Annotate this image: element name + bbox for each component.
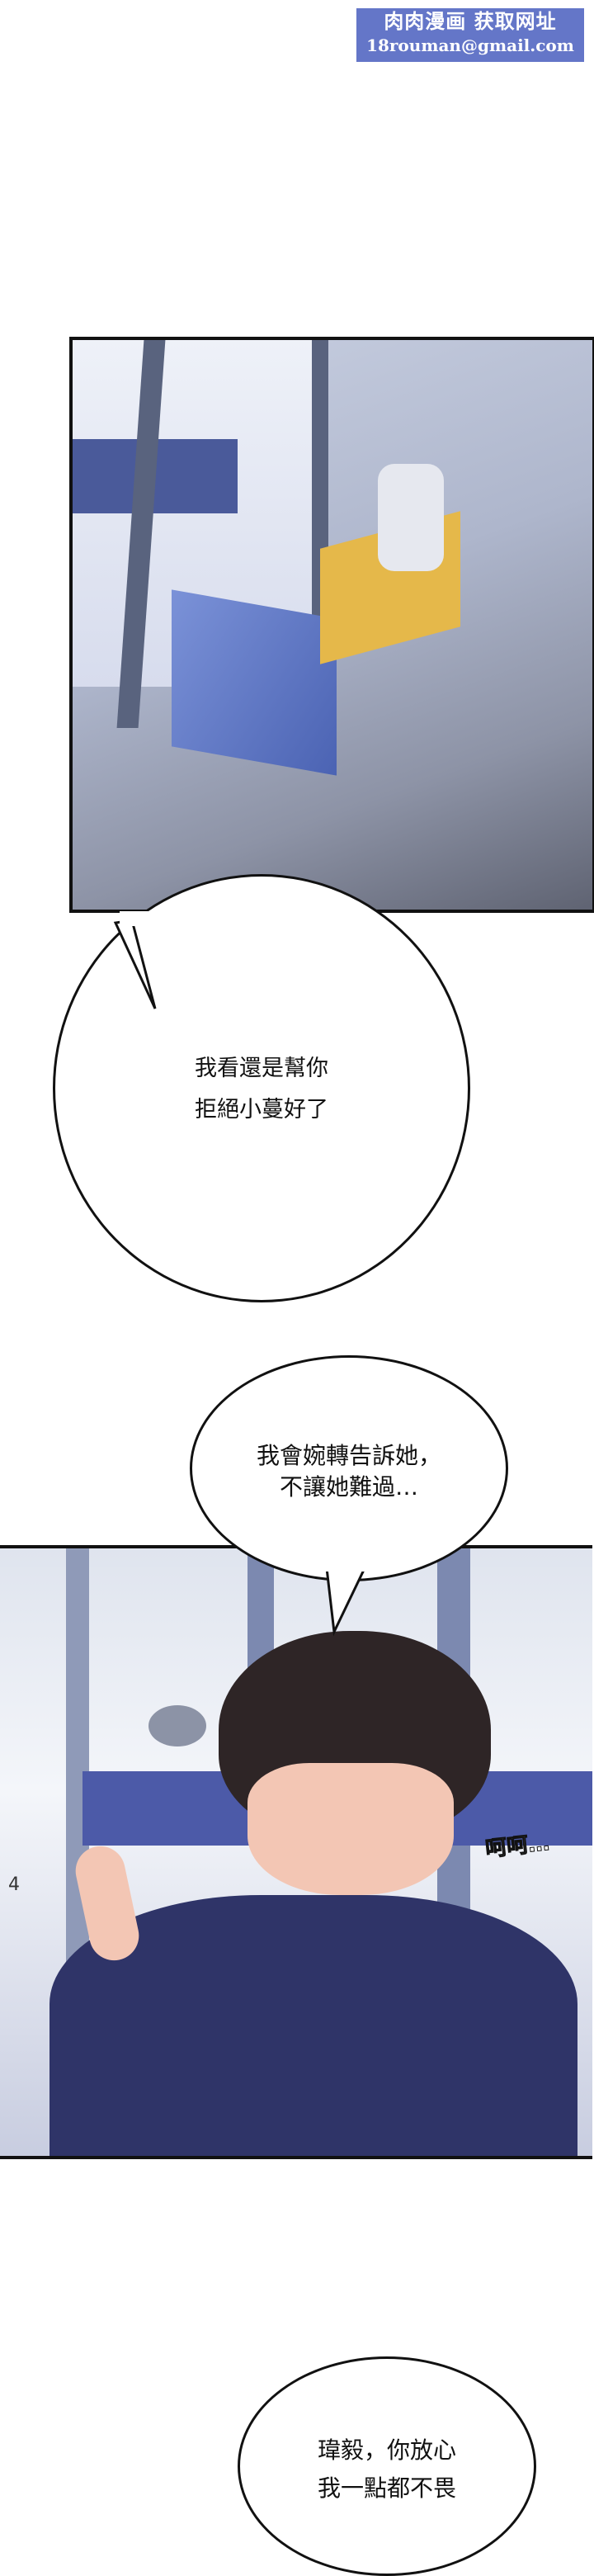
- calendar-digit: 4: [8, 1874, 20, 1895]
- desk-lamp: [148, 1705, 206, 1746]
- speech-bubble-1: 我看還是幫你 拒絕小蔓好了: [53, 874, 470, 1302]
- bubble-1-tail: [113, 911, 157, 1009]
- bubble-2-line-2: 不讓她難過…: [279, 1473, 418, 1501]
- bubble-1-line-1: 我看還是幫你: [195, 1056, 328, 1081]
- sound-effect: 呵呵…: [483, 1830, 551, 1862]
- watermark-banner: 肉肉漫画 获取网址 18rouman@gmail.com: [356, 8, 584, 62]
- fax-machine: [378, 464, 444, 571]
- bubble-2-tail: [323, 1552, 370, 1637]
- watermark-email: 18rouman@gmail.com: [366, 35, 574, 55]
- file-holder: [172, 589, 337, 776]
- speech-bubble-2: 我會婉轉告訴她， 不讓她難過…: [190, 1355, 508, 1581]
- bubble-1-line-2: 拒絕小蔓好了: [195, 1097, 328, 1123]
- watermark-title: 肉肉漫画 获取网址: [384, 10, 557, 33]
- bubble-3-line-2: 我一點都不畏: [317, 2474, 456, 2502]
- bubble-3-line-1: 瑋毅，你放心: [317, 2437, 456, 2464]
- speech-bubble-3: 瑋毅，你放心 我一點都不畏: [238, 2356, 536, 2576]
- man-face: [248, 1763, 454, 1895]
- bubble-2-line-1: 我會婉轉告訴她，: [256, 1442, 441, 1469]
- comic-panel-man-laughing: 4 呵呵…: [0, 1545, 592, 2159]
- comic-panel-office-window: [69, 337, 594, 913]
